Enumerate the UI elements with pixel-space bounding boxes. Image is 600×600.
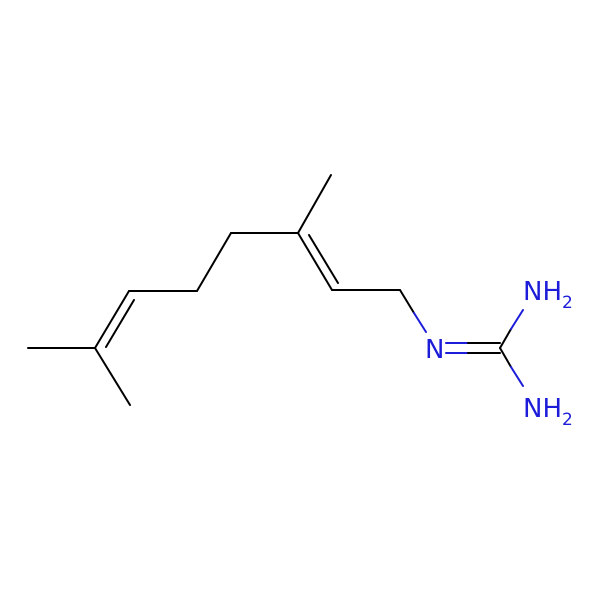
bond-ch2-to-n-carbon <box>399 289 415 314</box>
bond-chain-2 <box>196 232 232 292</box>
bond-c-to-nh2-top-c <box>499 328 512 349</box>
bond-double-left-b <box>105 299 135 348</box>
bond-double-mid-b <box>308 234 339 284</box>
bond-ch2-to-n-nitrogen <box>413 312 427 333</box>
bond-c-to-nh2-bottom-c <box>499 347 512 368</box>
bond-double-left-a <box>94 290 130 349</box>
bond-c-to-nh2-top-n <box>510 309 524 330</box>
bond-methyl-down <box>94 347 131 406</box>
bond-double-mid-a <box>297 232 333 291</box>
amine-top-label: NH2 <box>523 277 573 313</box>
amine-bottom-label: NH2 <box>523 394 573 430</box>
bond-methyl-up <box>297 174 332 234</box>
imine-nitrogen-label: N <box>425 335 444 365</box>
bond-c-to-nh2-bottom-n <box>510 366 524 387</box>
